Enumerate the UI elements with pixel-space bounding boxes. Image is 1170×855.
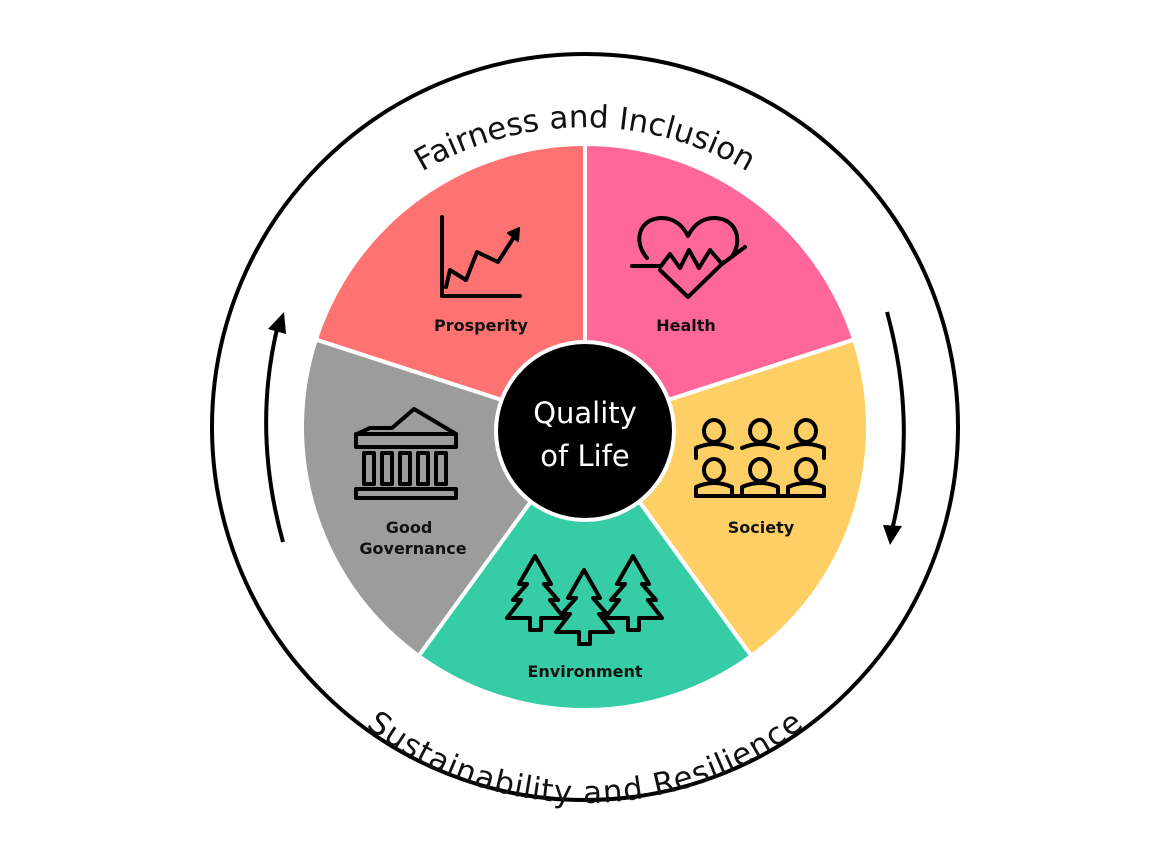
center-circle xyxy=(494,340,676,522)
people-group-icon xyxy=(694,418,826,498)
outer-ring xyxy=(210,52,960,802)
ring-bottom-label: Sustainability and Resilience xyxy=(361,704,809,811)
slice-label-society: Society xyxy=(728,518,795,537)
slice-label-governance-line2: Governance xyxy=(359,539,466,558)
government-building-icon xyxy=(354,407,458,500)
arrow-left-up-icon xyxy=(264,312,286,543)
slice-label-environment: Environment xyxy=(527,662,642,681)
pine-trees-icon xyxy=(505,554,664,646)
heartbeat-icon xyxy=(630,216,747,299)
center-label-line1: Quality xyxy=(533,396,637,430)
rising-chart-icon xyxy=(440,215,522,298)
slice-label-governance-line1: Good xyxy=(386,518,433,537)
arrow-right-down-icon xyxy=(883,311,906,545)
slice-prosperity[interactable] xyxy=(313,142,587,429)
slice-label-prosperity: Prosperity xyxy=(434,316,528,335)
slice-health[interactable] xyxy=(583,142,857,429)
slice-label-health: Health xyxy=(656,316,716,335)
center-label-line2: of Life xyxy=(540,439,629,473)
